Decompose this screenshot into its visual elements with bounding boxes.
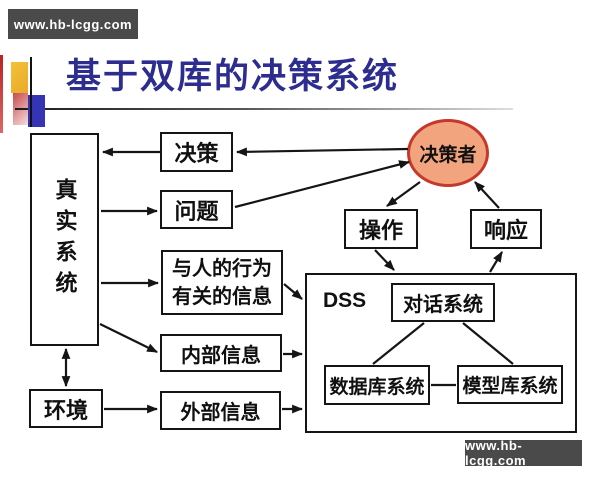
watermark-bottom: www.hb-lcgg.com xyxy=(465,438,582,468)
dss-label: DSS xyxy=(323,289,367,312)
node-database-system: 数据库系统 xyxy=(324,365,430,405)
edge-real-to-internal xyxy=(99,323,158,353)
node-model-base-system: 模型库系统 xyxy=(457,365,563,404)
node-real-system: 真实系统 xyxy=(30,133,99,346)
page-title: 基于双库的决策系统 xyxy=(66,57,400,96)
edge-dss-to-response xyxy=(489,251,503,273)
node-internal-info: 内部信息 xyxy=(160,334,282,372)
decor-blue-square xyxy=(28,95,45,127)
node-human-behavior-info-line1: 与人的行为 xyxy=(172,257,272,280)
node-dialog-system: 对话系统 xyxy=(391,283,495,322)
node-problem-label: 问题 xyxy=(174,198,219,224)
edge-dm-to-decision xyxy=(235,147,409,157)
node-model-base-system-label: 模型库系统 xyxy=(462,376,558,397)
edge-behavior-to-dss xyxy=(283,283,303,300)
node-decision-maker-label: 决策者 xyxy=(419,144,477,166)
node-external-info-label: 外部信息 xyxy=(180,402,261,424)
title-underline xyxy=(15,108,513,110)
node-decision: 决策 xyxy=(160,132,233,172)
node-external-info: 外部信息 xyxy=(160,391,281,430)
node-real-system-label: 真实系统 xyxy=(52,177,78,302)
edge-dm-to-operation xyxy=(386,181,421,207)
node-environment: 环境 xyxy=(29,389,103,428)
edge-problem-to-dm xyxy=(234,160,411,209)
node-environment-label: 环境 xyxy=(43,397,88,423)
node-decision-label: 决策 xyxy=(174,141,219,166)
node-database-system-label: 数据库系统 xyxy=(329,376,425,398)
edge-response-to-dm xyxy=(474,181,500,209)
node-operation-label: 操作 xyxy=(358,218,403,243)
node-operation: 操作 xyxy=(344,209,418,249)
node-human-behavior-info-line2: 有关的信息 xyxy=(172,285,272,308)
watermark-top: www.hb-lcgg.com xyxy=(8,9,138,39)
decor-red-line xyxy=(0,55,3,133)
node-dialog-system-label: 对话系统 xyxy=(403,294,483,316)
decor-yellow-square xyxy=(11,62,28,93)
node-response-label: 响应 xyxy=(483,218,528,243)
node-problem: 问题 xyxy=(160,190,233,229)
node-internal-info-label: 内部信息 xyxy=(181,344,261,367)
node-decision-maker-ellipse: 决策者 xyxy=(407,119,489,187)
node-human-behavior-info: 与人的行为 有关的信息 xyxy=(161,250,283,315)
node-response: 响应 xyxy=(470,209,542,249)
decor-vertical-line xyxy=(30,57,32,127)
edge-operation-to-dss xyxy=(374,249,395,271)
